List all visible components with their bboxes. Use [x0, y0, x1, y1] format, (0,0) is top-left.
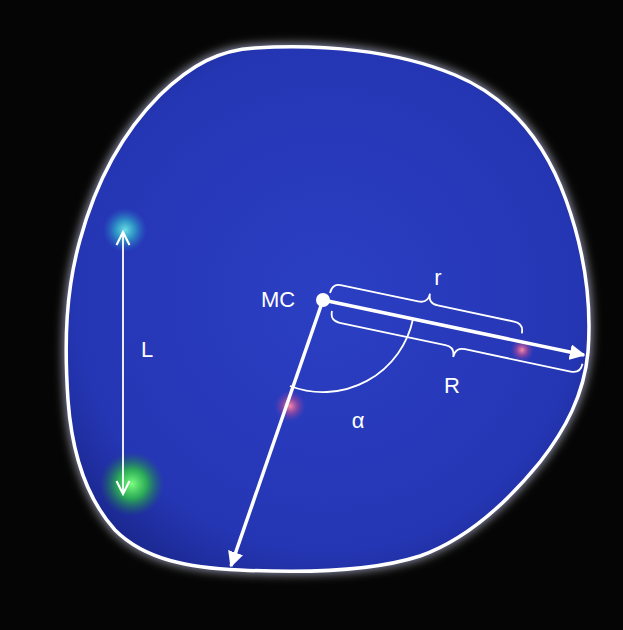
angle-label: α	[352, 410, 365, 432]
green-spot	[100, 452, 164, 516]
cell-outline	[66, 47, 589, 571]
cell-body-fill	[66, 47, 589, 571]
length-label: L	[141, 339, 153, 361]
mass-center-label: MC	[261, 289, 295, 311]
cyan-spot	[103, 208, 147, 252]
cell-body	[66, 47, 589, 571]
mass-center-dot	[316, 293, 330, 307]
radius-label: R	[444, 375, 460, 397]
distance-label: r	[434, 267, 441, 289]
r-brace	[330, 273, 526, 333]
angle-arc	[290, 319, 413, 392]
length-arrow	[122, 232, 124, 494]
angle-arrow	[231, 300, 323, 566]
R-brace	[328, 311, 583, 383]
